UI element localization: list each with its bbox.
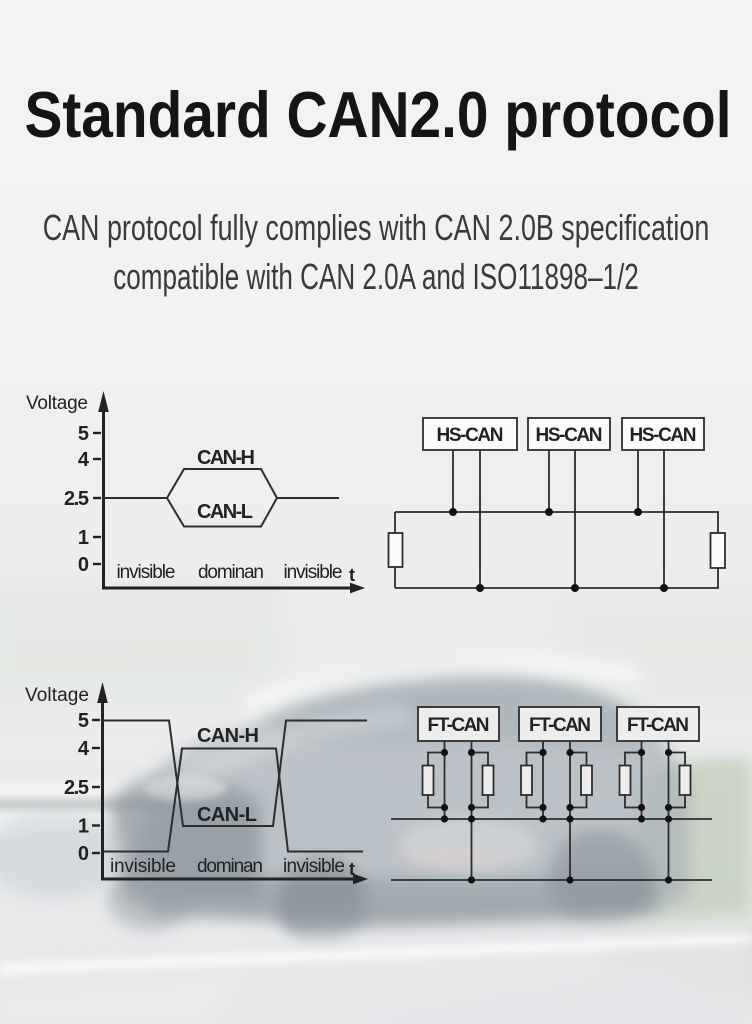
svg-text:invisible: invisible (284, 562, 343, 583)
svg-text:FT-CAN: FT-CAN (627, 715, 689, 736)
svg-text:CAN-L: CAN-L (197, 501, 253, 523)
svg-text:1: 1 (78, 527, 89, 549)
svg-text:2.5: 2.5 (64, 777, 89, 799)
svg-text:Voltage: Voltage (25, 685, 89, 706)
svg-text:HS-CAN: HS-CAN (437, 425, 504, 446)
svg-text:2.5: 2.5 (64, 488, 89, 510)
svg-text:FT-CAN: FT-CAN (428, 715, 490, 736)
svg-text:HS-CAN: HS-CAN (536, 425, 603, 446)
svg-text:dominan: dominan (197, 856, 263, 877)
svg-text:HS-CAN: HS-CAN (630, 425, 697, 446)
svg-text:invisible: invisible (110, 856, 176, 877)
svg-text:5: 5 (78, 710, 89, 732)
svg-text:5: 5 (78, 423, 89, 445)
svg-text:0: 0 (78, 843, 89, 865)
svg-text:t: t (349, 859, 355, 879)
svg-text:1: 1 (78, 816, 89, 838)
svg-text:t: t (349, 565, 355, 585)
svg-text:0: 0 (78, 554, 89, 576)
svg-text:CAN-H: CAN-H (197, 725, 259, 747)
svg-text:CAN-H: CAN-H (197, 447, 255, 469)
svg-text:invisible: invisible (117, 562, 176, 583)
svg-text:dominan: dominan (198, 562, 264, 583)
svg-text:Voltage: Voltage (26, 393, 88, 414)
svg-text:CAN-L: CAN-L (197, 804, 257, 826)
svg-text:4: 4 (78, 738, 90, 760)
svg-text:invisible: invisible (283, 856, 345, 877)
svg-text:4: 4 (78, 449, 90, 471)
svg-text:FT-CAN: FT-CAN (529, 715, 591, 736)
